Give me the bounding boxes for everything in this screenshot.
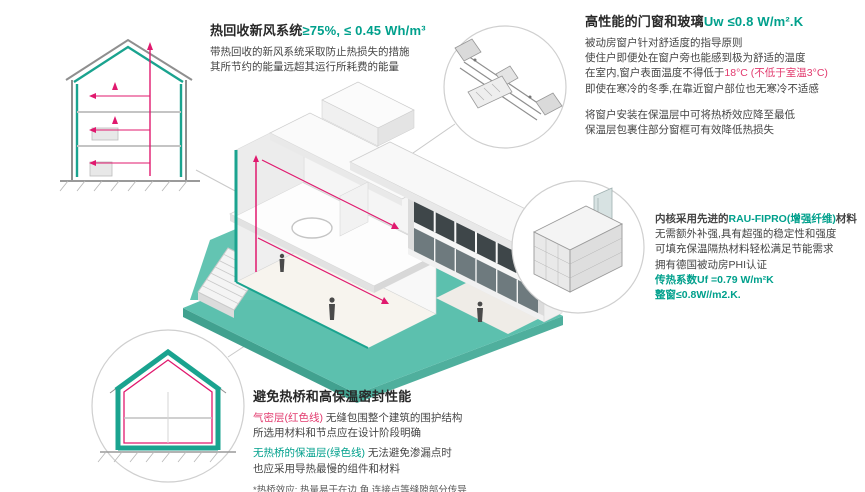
mullions-lower [434,238,518,304]
thermal-line: 也应采用导热最慢的组件和材料 [253,462,400,475]
furniture [89,127,119,177]
windows-line: 即使在寒冷的冬季,在靠近窗户部位也无寒冷不适感 [585,82,819,95]
ventilation-title: 热回收新风系统≥75%, ≤ 0.45 Wh/m³ [210,23,426,38]
profile-uw-value: 整窗≤0.8W//m2.K. [655,289,741,302]
duct-lines [255,159,395,302]
thermal-line: 所选用材料和节点应在设计阶段明确 [253,427,421,440]
ventilation-body-line: 带热回收的新风系统采取防止热损失的措施 [210,45,410,58]
profile-line: 可填充保温隔热材料轻松满足节能需求 [655,243,834,256]
ventilation-callout [59,38,200,192]
partition-wall [339,181,369,237]
thermal-note: 避免热桥和高保温密封性能 气密层(红色线) 无缝包围整个建筑的围护结构 所选用材… [253,388,563,492]
windows-line: 使住户即便处在窗户旁也能感到极为舒适的温度 [585,52,806,65]
penthouse [321,81,415,147]
windows-line: 将窗户安装在保温层中可将热桥效应降至最低 [585,108,795,121]
airflow-arrows [89,42,153,166]
windows-line: 在室内,窗户表面温度不得低于18°C (不低于室温3°C) [585,67,828,80]
windows-title: 高性能的门窗和玻璃Uw ≤0.8 W/m².K [585,14,804,29]
windows-line: 保温层包裹住部分窗框可有效降低热损失 [585,123,774,136]
windows-note: 高性能的门窗和玻璃Uw ≤0.8 W/m².K 被动房窗户针对舒适度的指导原则 … [585,13,863,138]
window-detail-callout [443,25,567,149]
left-wing-cutaway [229,112,443,349]
duct-arrows [253,155,399,304]
people-figures [279,253,483,322]
profile-note: 内核采用先进的RAU-FIPRO(增强纤维)材料 无需额外补强,具有超强的稳定性… [655,212,865,303]
terrace [436,280,544,334]
thermal-footnote: *热桥效应: 热量易于在边,角,连接点等缝隙部分传导 [253,484,467,492]
insulation-layer-green [114,348,222,451]
windows-line: 被动房窗户针对舒适度的指导原则 [585,36,743,49]
envelope-callout [91,329,245,483]
insulation-lines [73,45,184,177]
profile-line: 内核采用先进的RAU-FIPRO(增强纤维)材料 [655,213,857,225]
frame-profile-callout [511,180,645,314]
profile-line: 无需额外补强,具有超强的稳定性和强度 [655,228,837,241]
bathtub [291,217,333,239]
ventilation-body-line: 其所节约的能量远超其运行所耗费的能量 [210,61,399,74]
insulation-cut-edges [234,150,369,349]
ventilation-note: 热回收新风系统≥75%, ≤ 0.45 Wh/m³ 带热回收的新风系统采取防止热… [210,22,475,75]
profile-uf-value: 传热系数Uf =0.79 W/m²K [655,273,774,286]
thermal-line: 无热桥的保温层(绿色线) 无法避免渗漏点时 [253,447,452,460]
thermal-line: 气密层(红色线) 无缝包围整个建筑的围护结构 [253,411,463,424]
profile-line: 拥有德国被动房PHI认证 [655,258,768,271]
thermal-title: 避免热桥和高保温密封性能 [253,389,412,404]
